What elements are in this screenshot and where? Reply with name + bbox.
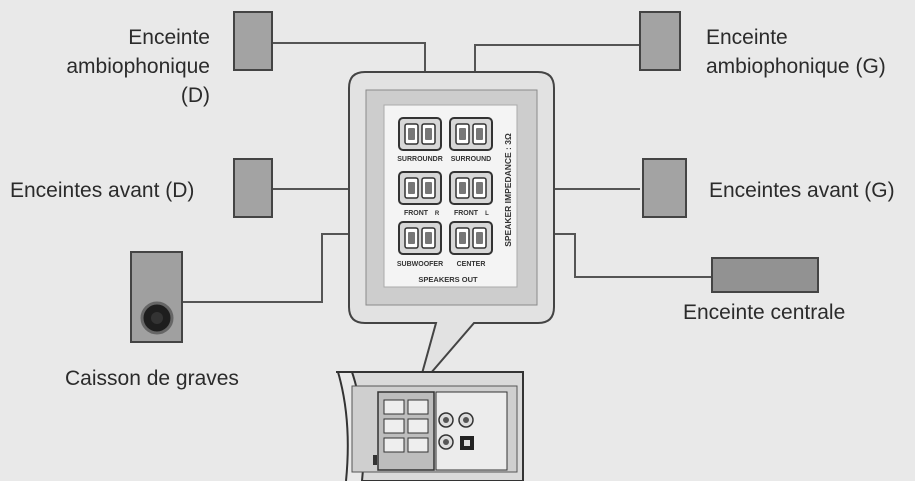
panel-label-surround-l: SURROUND [451, 156, 491, 163]
label-subwoofer: Caisson de graves [65, 367, 239, 390]
terminal-front-right [398, 171, 442, 205]
terminal-center [449, 221, 493, 255]
speaker-center [711, 257, 819, 293]
speaker-surround-left [639, 11, 681, 71]
panel-label-speakers-out: SPEAKERS OUT [418, 275, 478, 284]
label-center: Enceinte centrale [683, 301, 846, 324]
label-surround-left: Enceinte ambiophonique (G) [706, 26, 886, 78]
panel-label-front-l-mark: L [485, 211, 489, 217]
panel-label-front-r-mark: R [435, 211, 440, 217]
panel-label-center: CENTER [457, 261, 486, 268]
speaker-front-right [233, 158, 273, 218]
panel-label-front-l: FRONT [454, 210, 479, 217]
label-front-right: Enceintes avant (D) [10, 179, 195, 202]
panel-label-front-r: FRONT [404, 210, 429, 217]
panel-label-impedance: SPEAKER IMPEDANCE : 3Ω [503, 133, 513, 247]
label-surround-right: Enceinte ambiophonique (D) [66, 26, 210, 107]
speaker-surround-right [233, 11, 273, 71]
panel-label-surround-r: SURROUNDR [397, 156, 443, 163]
speaker-subwoofer [130, 251, 183, 343]
label-front-left: Enceintes avant (G) [709, 179, 895, 202]
speaker-front-left [642, 158, 687, 218]
terminal-front-left [449, 171, 493, 205]
terminal-surround-right [398, 117, 442, 151]
main-unit-rear [336, 371, 524, 481]
terminal-surround-left [449, 117, 493, 151]
terminal-subwoofer [398, 221, 442, 255]
panel-label-subwoofer: SUBWOOFER [397, 261, 443, 268]
